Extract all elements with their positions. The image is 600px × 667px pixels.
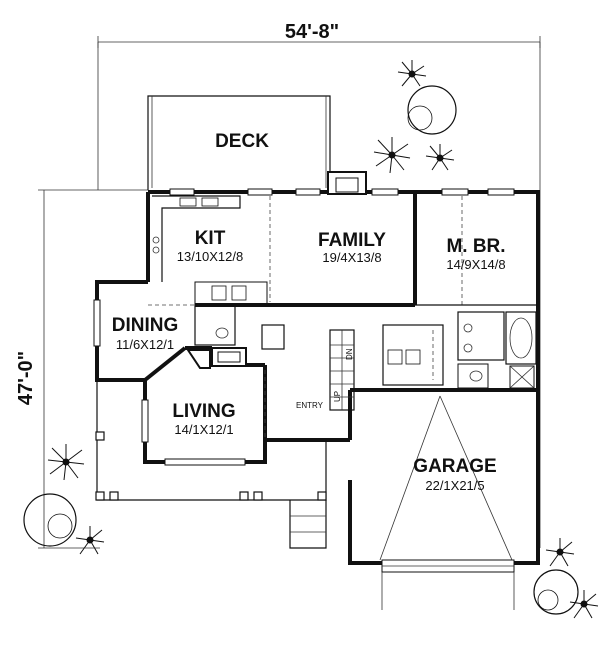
kitchen-label: KIT: [195, 228, 226, 249]
tree-icon: [533, 569, 579, 615]
family-size: 19/4X13/8: [322, 250, 381, 265]
tree-icon: [407, 85, 457, 135]
front-porch: [95, 380, 327, 549]
master-bedroom-label: M. BR.: [446, 236, 505, 257]
depth-dimension-line: [38, 189, 148, 549]
rear-windows: [169, 188, 515, 196]
depth-dimension-label: 47'-0": [15, 351, 37, 405]
stair-up-label: UP: [333, 391, 342, 402]
master-bedroom-size: 14/9X14/8: [446, 257, 505, 272]
closets: [382, 324, 444, 386]
shrub-icon: [425, 144, 455, 171]
living-label: LIVING: [172, 401, 235, 422]
deck-label: DECK: [215, 131, 269, 152]
shrub-icon: [47, 444, 85, 481]
living-fireplace: [186, 347, 247, 369]
shrub-icon: [569, 590, 599, 619]
living-size: 14/1X12/1: [174, 422, 233, 437]
shrub-icon: [75, 526, 105, 555]
garage-label: GARAGE: [413, 456, 496, 477]
shrub-icon: [545, 538, 575, 567]
dining-size: 11/6X12/1: [116, 337, 174, 352]
stair-down-label: DN: [345, 348, 354, 360]
shrub-icon: [373, 137, 411, 174]
stairs: [329, 329, 355, 411]
garage-size: 22/1X21/5: [425, 478, 484, 493]
garage-lines: [379, 395, 515, 610]
deck: [147, 95, 331, 190]
master-bath: [457, 311, 537, 389]
living-windows: [141, 399, 246, 466]
dining-windows: [93, 299, 101, 347]
family-label: FAMILY: [318, 230, 386, 251]
entry-label: ENTRY: [296, 401, 324, 410]
powder-room: [194, 304, 285, 350]
family-fireplace: [327, 171, 367, 195]
kitchen-size: 13/10X12/8: [177, 249, 244, 264]
width-dimension-label: 54'-8": [285, 21, 339, 43]
dining-label: DINING: [112, 315, 179, 336]
kitchen-counters: [152, 195, 268, 305]
tree-icon: [23, 493, 77, 547]
shrub-icon: [397, 60, 427, 87]
